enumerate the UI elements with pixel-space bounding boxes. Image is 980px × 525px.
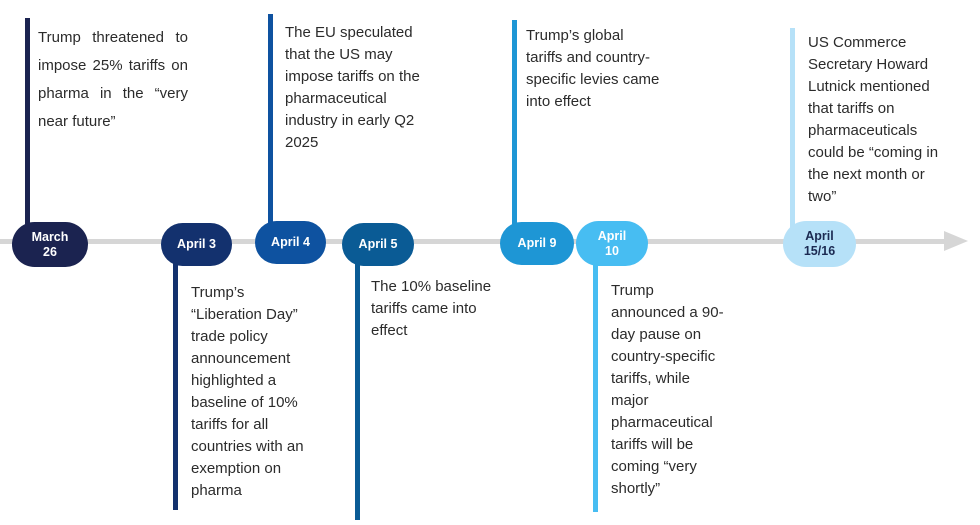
connector-line: [593, 260, 598, 512]
event-description: Trump’s “Liberation Day” trade policy an…: [191, 284, 304, 499]
connector-line: [790, 28, 795, 228]
connector-line: [25, 18, 30, 228]
date-pill: April 5: [342, 223, 414, 266]
date-label: April 15/16: [803, 229, 836, 258]
connector-line: [268, 14, 273, 228]
date-label: April 9: [517, 236, 557, 250]
event-description: US Commerce Secretary Howard Lutnick men…: [808, 34, 939, 205]
connector-line: [173, 260, 178, 510]
event-description: The EU speculated that the US may impose…: [285, 24, 420, 151]
date-label: April 5: [358, 237, 398, 251]
date-label: March 26: [31, 229, 69, 259]
connector-line: [355, 260, 360, 520]
date-pill: April 3: [161, 223, 232, 266]
date-label: April 3: [177, 237, 216, 251]
date-pill: April 10: [576, 221, 648, 266]
date-pill: March 26: [12, 222, 88, 267]
event-description: Trump announced a 90-day pause on countr…: [611, 282, 724, 497]
date-label: April 10: [597, 228, 627, 258]
timeline-arrowhead-icon: [944, 231, 968, 251]
connector-line: [512, 20, 517, 228]
timeline-axis-line: [0, 239, 946, 244]
event-description: Trump’s global tariffs and country-speci…: [526, 27, 660, 110]
date-pill: April 9: [500, 222, 574, 265]
event-description: The 10% baseline tariffs came into effec…: [371, 278, 492, 339]
event-description: Trump threatened to impose 25% tariffs o…: [38, 29, 188, 130]
date-pill: April 15/16: [783, 221, 856, 267]
date-label: April 4: [271, 235, 310, 249]
date-pill: April 4: [255, 221, 326, 264]
